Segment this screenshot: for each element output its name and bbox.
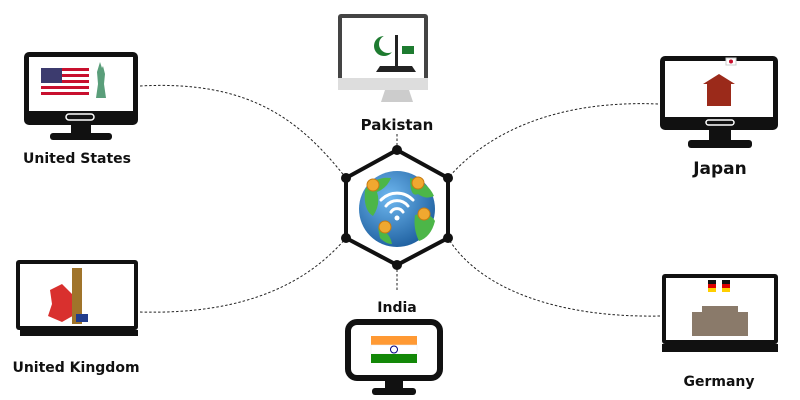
label-germany: Germany	[683, 374, 754, 390]
hub-node	[443, 233, 453, 243]
label-united-states: United States	[23, 151, 131, 167]
hub-node	[341, 233, 351, 243]
japanese-pagoda-icon	[703, 74, 735, 106]
big-ben-icon	[72, 268, 82, 324]
label-india: India	[377, 300, 416, 316]
hub-hexagon	[341, 145, 453, 270]
monitor-japan	[660, 56, 778, 148]
link-japan	[447, 103, 659, 179]
label-pakistan: Pakistan	[361, 116, 434, 134]
us-flag-icon	[41, 68, 89, 98]
link-germany	[447, 237, 661, 317]
india-flag-icon	[370, 336, 418, 363]
user-node-icon	[366, 178, 380, 192]
monitor-united-kingdom	[16, 260, 138, 336]
hub-node	[443, 173, 453, 183]
label-japan: Japan	[692, 159, 747, 179]
building-icon	[692, 306, 748, 336]
hub-node	[341, 173, 351, 183]
monitor-united-states	[24, 52, 138, 140]
uk-map-icon	[48, 284, 76, 322]
link-uk	[139, 237, 347, 313]
user-node-icon	[378, 220, 392, 234]
link-us	[139, 84, 347, 179]
label-united-kingdom: United Kingdom	[12, 360, 139, 376]
monitor-germany	[662, 274, 778, 352]
user-node-icon	[411, 176, 425, 190]
german-flag-icon	[708, 280, 716, 292]
hub-node	[392, 145, 402, 155]
user-node-icon	[417, 207, 431, 221]
hub-node	[392, 260, 402, 270]
statue-of-liberty-icon	[96, 62, 106, 98]
monitor-pakistan	[338, 14, 428, 102]
monitor-india	[345, 319, 443, 395]
globe-wifi-network-icon	[359, 171, 435, 247]
